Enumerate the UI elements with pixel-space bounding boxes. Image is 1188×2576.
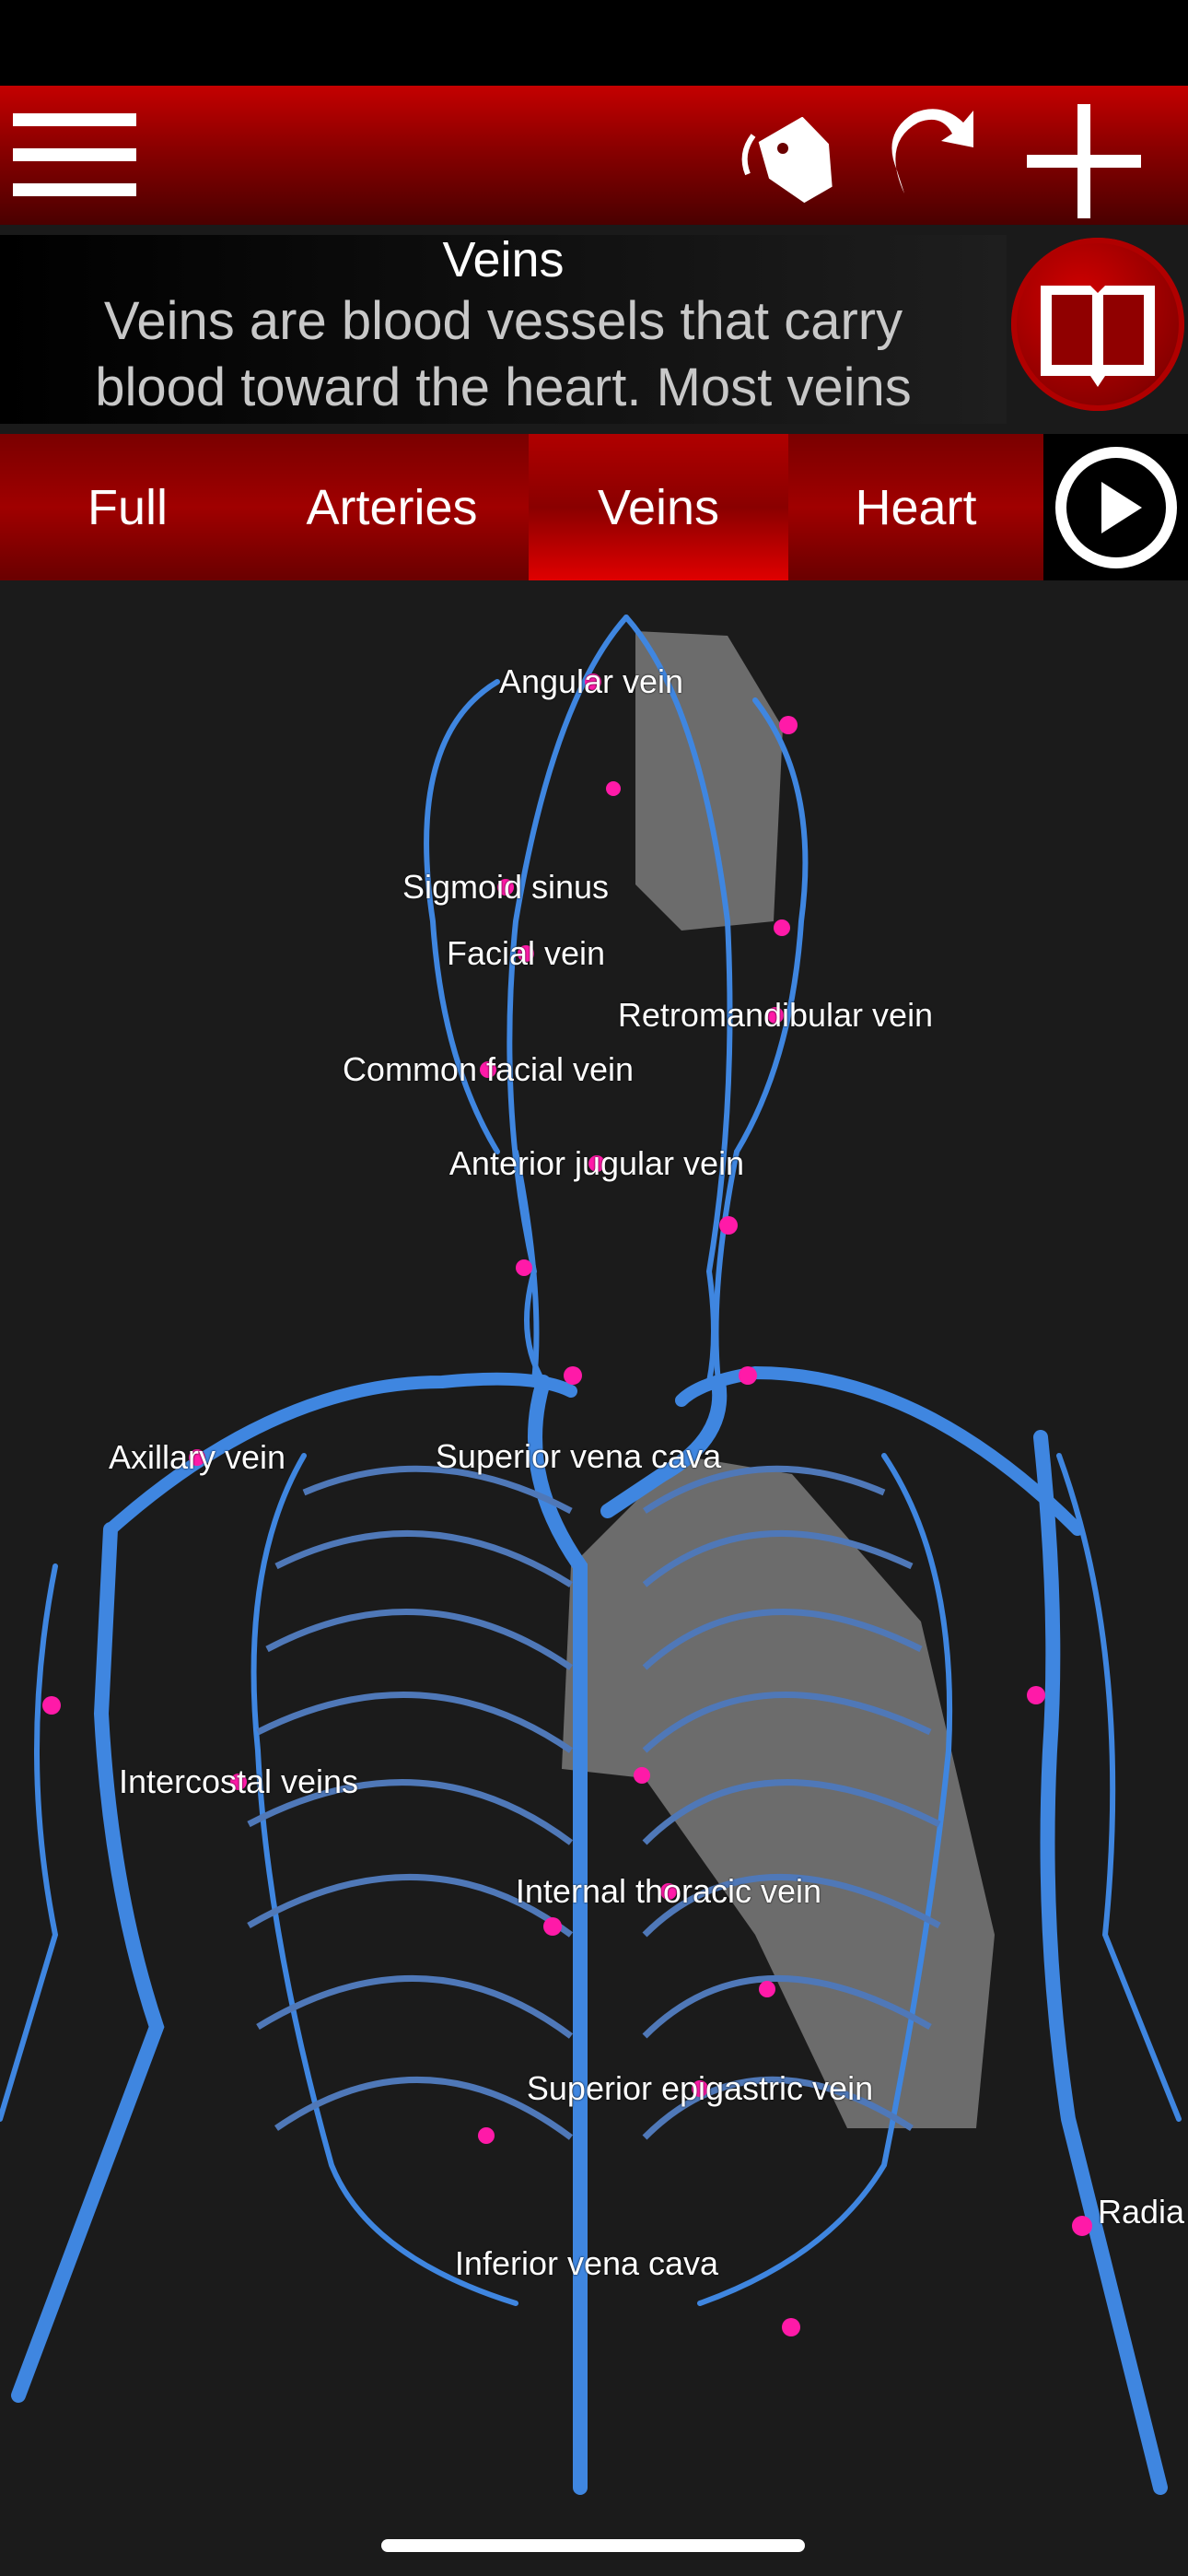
label-inferior-vena-cava[interactable]: Inferior vena cava [454,2244,719,2282]
play-button[interactable] [1043,434,1188,580]
markers [42,673,1092,2336]
label-internal-thoracic-vein[interactable]: Internal thoracic vein [515,1872,822,1910]
tab-bar: Full Arteries Veins Heart [0,434,1188,580]
tab-veins[interactable]: Veins [529,434,788,580]
tag-icon[interactable] [735,117,849,209]
label-sigmoid-sinus[interactable]: Sigmoid sinus [402,868,610,906]
label-superior-vena-cava[interactable]: Superior vena cava [435,1437,722,1475]
veins [0,615,1182,2495]
top-toolbar [0,86,1188,225]
anatomy-viewport[interactable]: Angular vein Sigmoid sinus Facial vein R… [0,580,1188,2576]
label-superior-epigastric-vein[interactable]: Superior epigastric vein [526,2069,874,2107]
label-radial-vein[interactable]: Radia [1098,2193,1185,2231]
label-facial-vein[interactable]: Facial vein [446,934,606,972]
play-icon [1054,446,1177,568]
redo-icon[interactable] [886,106,978,198]
book-icon [1041,286,1155,387]
info-description[interactable]: Veins are blood vessels that carry blood… [95,291,912,417]
home-indicator[interactable] [381,2539,805,2552]
organ-shadows [562,631,995,2128]
tab-full[interactable]: Full [0,434,255,580]
label-retromandibular-vein[interactable]: Retromandibular vein [617,996,934,1034]
plus-icon[interactable] [1027,104,1141,218]
ribs [247,1465,941,2140]
info-panel: Veins Veins are blood vessels that carry… [0,232,1007,424]
label-axillary-vein[interactable]: Axillary vein [108,1438,286,1476]
tab-arteries[interactable]: Arteries [255,434,529,580]
book-button[interactable] [1011,238,1184,411]
info-title: Veins [442,232,565,287]
status-bar [0,0,1188,86]
label-angular-vein[interactable]: Angular vein [498,662,684,700]
tab-heart[interactable]: Heart [788,434,1043,580]
label-common-facial-vein[interactable]: Common facial vein [342,1050,635,1088]
label-intercostal-veins[interactable]: Intercostal veins [118,1762,359,1800]
label-anterior-jugular-vein[interactable]: Anterior jugular vein [448,1144,745,1182]
menu-icon[interactable] [13,113,138,196]
vein-model[interactable] [0,580,1188,2576]
